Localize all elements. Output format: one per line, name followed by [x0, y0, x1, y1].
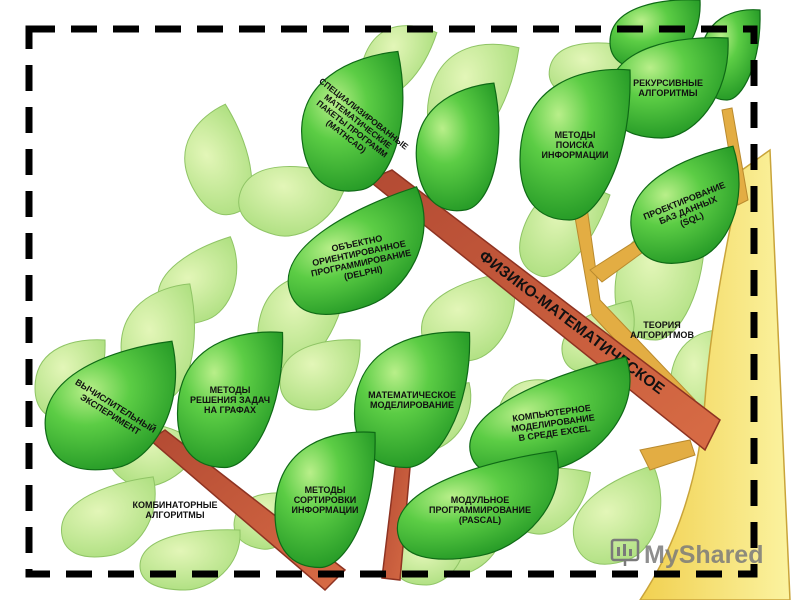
- topic-label-line: ТЕОРИЯ: [643, 320, 680, 330]
- watermark: MyShared: [610, 538, 763, 569]
- leaf-shape: [353, 331, 471, 469]
- topic-label-line: РЕКУРСИВНЫЕ: [633, 78, 703, 88]
- topic-label-line: ИНФОРМАЦИИ: [291, 505, 358, 515]
- topic-leaf-databases: ПРОЕКТИРОВАНИЕБАЗ ДАННЫХ(SQL): [630, 145, 740, 264]
- topic-label-line: АЛГОРИТМЫ: [638, 88, 697, 98]
- leaf-shape: [519, 68, 631, 221]
- topic-label-line: МЕТОДЫ: [210, 385, 251, 395]
- background-leaf: [184, 103, 253, 216]
- background-leaf: [238, 166, 349, 237]
- right-lower-branch: [639, 439, 696, 471]
- topic-leaf-experiment: ВЫЧИСЛИТЕЛЬНЫЙЭКСПЕРИМЕНТ: [44, 340, 177, 471]
- topic-label-line: АЛГОРИТМОВ: [630, 330, 694, 340]
- topic-label-line: СОРТИРОВКИ: [294, 495, 356, 505]
- topic-leaf-excel: КОМПЬЮТЕРНОЕМОДЕЛИРОВАНИЕВ СРЕДЕ EXCEL: [469, 356, 631, 477]
- topic-leaf-decorative: [415, 82, 500, 212]
- topic-leaf-oop: ОБЪЕКТНООРИЕНТИРОВАННОЕПРОГРАММИРОВАНИЕ(…: [287, 186, 425, 316]
- topic-label-line: ПРОГРАММИРОВАНИЕ: [429, 505, 531, 515]
- topic-label-line: КОМБИНАТОРНЫЕ: [132, 500, 217, 510]
- topic-label-line: МАТЕМАТИЧЕСКОЕ: [368, 390, 456, 400]
- topic-label-line: МЕТОДЫ: [305, 485, 346, 495]
- background-leaf: [279, 339, 361, 411]
- topic-label-line: МОДЕЛИРОВАНИЕ: [370, 400, 454, 410]
- presentation-icon: [610, 538, 640, 566]
- topic-label-line: ПОИСКА: [556, 140, 595, 150]
- topic-label-line: НА ГРАФАХ: [204, 405, 256, 415]
- leaf-shape: [44, 340, 177, 471]
- topic-leaf-specialized: СПЕЦИАЛИЗИРОВАННЫЕМАТЕМАТИЧЕСКИЕПАКЕТЫ П…: [301, 50, 411, 192]
- topic-label-line: МОДУЛЬНОЕ: [451, 495, 509, 505]
- leaf-shape: [287, 186, 425, 316]
- topic-label-line: (PASCAL): [459, 515, 501, 525]
- topic-label-line: ИНФОРМАЦИИ: [541, 150, 608, 160]
- leaf-shape: [607, 37, 729, 139]
- background-leaf: [573, 464, 662, 565]
- background-leaf: [139, 529, 241, 591]
- leaf-shape: [301, 50, 404, 192]
- topic-label-line: АЛГОРИТМЫ: [145, 510, 204, 520]
- background-leaf: [61, 476, 156, 558]
- watermark-text: MyShared: [644, 541, 763, 569]
- leaf-shape: [397, 450, 559, 560]
- leaf-shape: [176, 331, 284, 469]
- topic-leaves: СПЕЦИАЛИЗИРОВАННЫЕМАТЕМАТИЧЕСКИЕПАКЕТЫ П…: [44, 0, 761, 569]
- leaf-shape: [274, 431, 376, 569]
- topic-label-line: РЕШЕНИЯ ЗАДАЧ: [190, 395, 270, 405]
- main-branch: [366, 169, 721, 452]
- topic-label-line: МЕТОДЫ: [555, 130, 596, 140]
- leaf-shape: [630, 145, 740, 264]
